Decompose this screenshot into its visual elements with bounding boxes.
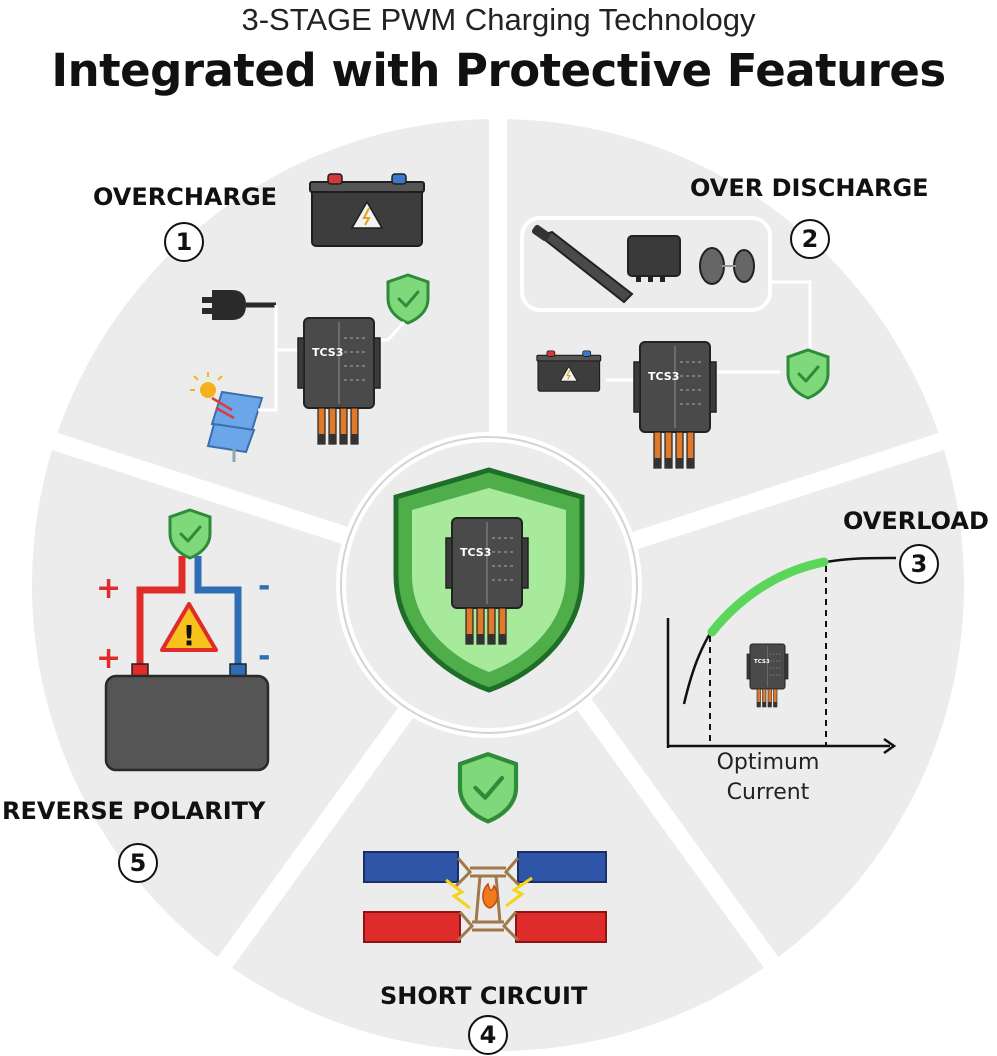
overload-axis-label-line1: Optimum (716, 750, 820, 775)
warning-exclamation: ! (183, 619, 196, 652)
overload-chart (666, 556, 897, 755)
center-controller-icon: TCS3 (445, 517, 529, 645)
over-discharge-lamp-icon (699, 247, 755, 285)
short-circuit-shield-icon (460, 754, 516, 821)
minus-sign-top: - (258, 569, 270, 604)
center-controller-model: TCS3 (460, 546, 491, 559)
overload-axis-label-line2: Current (726, 780, 810, 805)
feature-label-overcharge: OVERCHARGE (93, 183, 278, 211)
overcharge-shield-icon (386, 273, 430, 325)
feature-number-5: 5 (118, 843, 158, 883)
feature-label-overload: OVERLOAD (843, 507, 989, 535)
feature-label-over-discharge: OVER DISCHARGE (690, 174, 929, 202)
feature-label-reverse-polarity: REVERSE POLARITY (2, 797, 266, 825)
over-discharge-usb-charger-icon (531, 224, 634, 304)
over-discharge-loads-box (520, 216, 772, 312)
overcharge-controller-model: TCS3 (312, 346, 343, 359)
overcharge-plug-icon (202, 290, 276, 320)
overload-controller-model: TCS3 (754, 659, 770, 665)
page-title: Integrated with Protective Features (51, 44, 946, 97)
over-discharge-battery-icon (536, 350, 602, 392)
over-discharge-shield-icon (786, 348, 830, 400)
overcharge-solar-panel-icon (190, 372, 264, 462)
overcharge-controller-icon: TCS3 (297, 317, 381, 445)
overcharge-battery-icon (309, 173, 425, 247)
feature-label-short-circuit: SHORT CIRCUIT (380, 982, 588, 1010)
short-circuit-wires-icon (363, 851, 607, 943)
plus-sign-bottom: + (96, 641, 121, 676)
feature-number-4: 4 (468, 1015, 508, 1055)
page-subtitle: 3-STAGE PWM Charging Technology (241, 2, 756, 37)
reverse-polarity-battery-icon (104, 674, 270, 772)
minus-sign-bottom: - (258, 639, 270, 674)
reverse-polarity-shield-icon (168, 508, 212, 560)
reverse-polarity-warning-icon: ! (160, 602, 218, 652)
feature-number-1: 1 (164, 222, 204, 262)
over-discharge-connection-lines (606, 280, 812, 382)
feature-number-2: 2 (790, 219, 830, 259)
feature-number-3: 3 (899, 544, 939, 584)
over-discharge-controller-icon: TCS3 (633, 341, 717, 469)
reverse-polarity-wires (136, 556, 242, 664)
over-discharge-controller-model: TCS3 (648, 370, 679, 383)
overload-axis-label: Optimum Current (688, 748, 848, 808)
wheel-separators (41, 105, 955, 978)
overcharge-connection-lines (258, 305, 406, 412)
plus-sign-top: + (96, 571, 121, 606)
overload-controller-icon: TCS3 (746, 643, 789, 708)
over-discharge-controller-small-icon (627, 235, 681, 282)
